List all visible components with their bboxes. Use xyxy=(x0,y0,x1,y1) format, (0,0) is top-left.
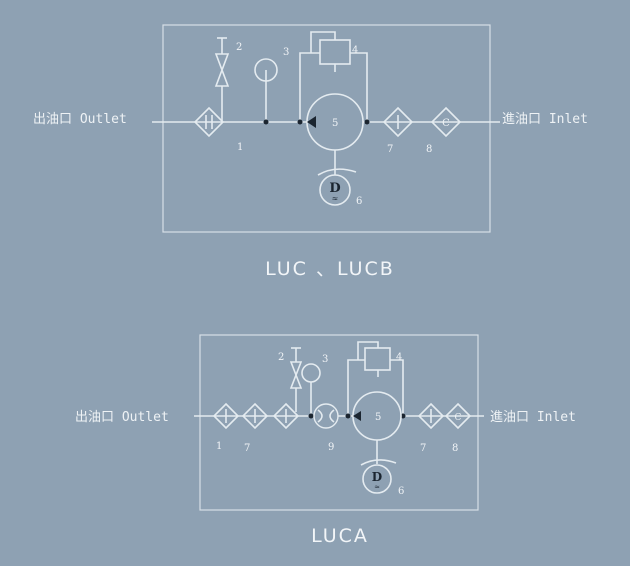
label-1: 1 xyxy=(216,441,222,452)
pressure-gauge-icon xyxy=(254,58,278,125)
motor-sub: ≈ xyxy=(332,194,339,203)
label-6: 6 xyxy=(398,486,404,497)
label-5: 5 xyxy=(375,412,381,423)
label-8: 8 xyxy=(452,443,458,454)
flowmeter-icon xyxy=(313,403,339,429)
filter-icon xyxy=(193,106,225,138)
diagram-frame xyxy=(199,334,479,511)
label-2: 2 xyxy=(278,352,284,363)
diagram-luca: 出油口 Outlet 進油口 Inlet 1 7 2 3 9 xyxy=(75,334,576,547)
diagram-frame xyxy=(162,24,491,233)
label-5: 5 xyxy=(332,118,338,129)
motor-letter: D xyxy=(372,470,382,484)
pump-icon xyxy=(306,93,364,151)
valve-icon xyxy=(214,37,230,122)
label-7a: 7 xyxy=(244,443,250,454)
caption: LUC 、LUCB xyxy=(265,258,395,280)
label-8: 8 xyxy=(426,144,432,155)
motor-sub: ≈ xyxy=(374,483,380,491)
check-valve-icon: C xyxy=(444,402,472,430)
filter-icon xyxy=(417,402,445,430)
outlet-label: 出油口 Outlet xyxy=(75,410,169,425)
caption: LUCA xyxy=(311,525,369,547)
relief-valve-icon xyxy=(297,31,370,125)
outlet-label: 出油口 Outlet xyxy=(33,112,127,127)
filter-icon xyxy=(382,106,414,138)
check-letter: C xyxy=(455,413,462,423)
label-2: 2 xyxy=(236,42,242,53)
motor-letter: D xyxy=(329,181,340,196)
filter-icon xyxy=(212,402,240,430)
valve-icon xyxy=(289,347,303,412)
relief-valve-icon xyxy=(345,341,406,419)
filter-icon xyxy=(272,402,300,430)
check-letter: C xyxy=(442,118,450,129)
label-1: 1 xyxy=(237,142,243,153)
label-6: 6 xyxy=(356,196,362,207)
inlet-label: 進油口 Inlet xyxy=(502,112,588,127)
label-3: 3 xyxy=(322,354,328,365)
label-7: 7 xyxy=(420,443,426,454)
inlet-label: 進油口 Inlet xyxy=(490,410,576,425)
diagram-luc: 出油口 Outlet 進油口 Inlet 1 2 3 xyxy=(33,24,588,280)
pressure-gauge-icon xyxy=(301,363,321,419)
label-7: 7 xyxy=(387,144,393,155)
check-valve-icon: C xyxy=(430,106,462,138)
label-4: 4 xyxy=(352,45,358,56)
label-3: 3 xyxy=(283,47,289,58)
filter-icon xyxy=(241,402,269,430)
motor-icon: D ≈ xyxy=(360,440,397,494)
motor-icon: D ≈ xyxy=(317,150,357,206)
label-9: 9 xyxy=(328,442,334,453)
label-4: 4 xyxy=(396,352,402,363)
